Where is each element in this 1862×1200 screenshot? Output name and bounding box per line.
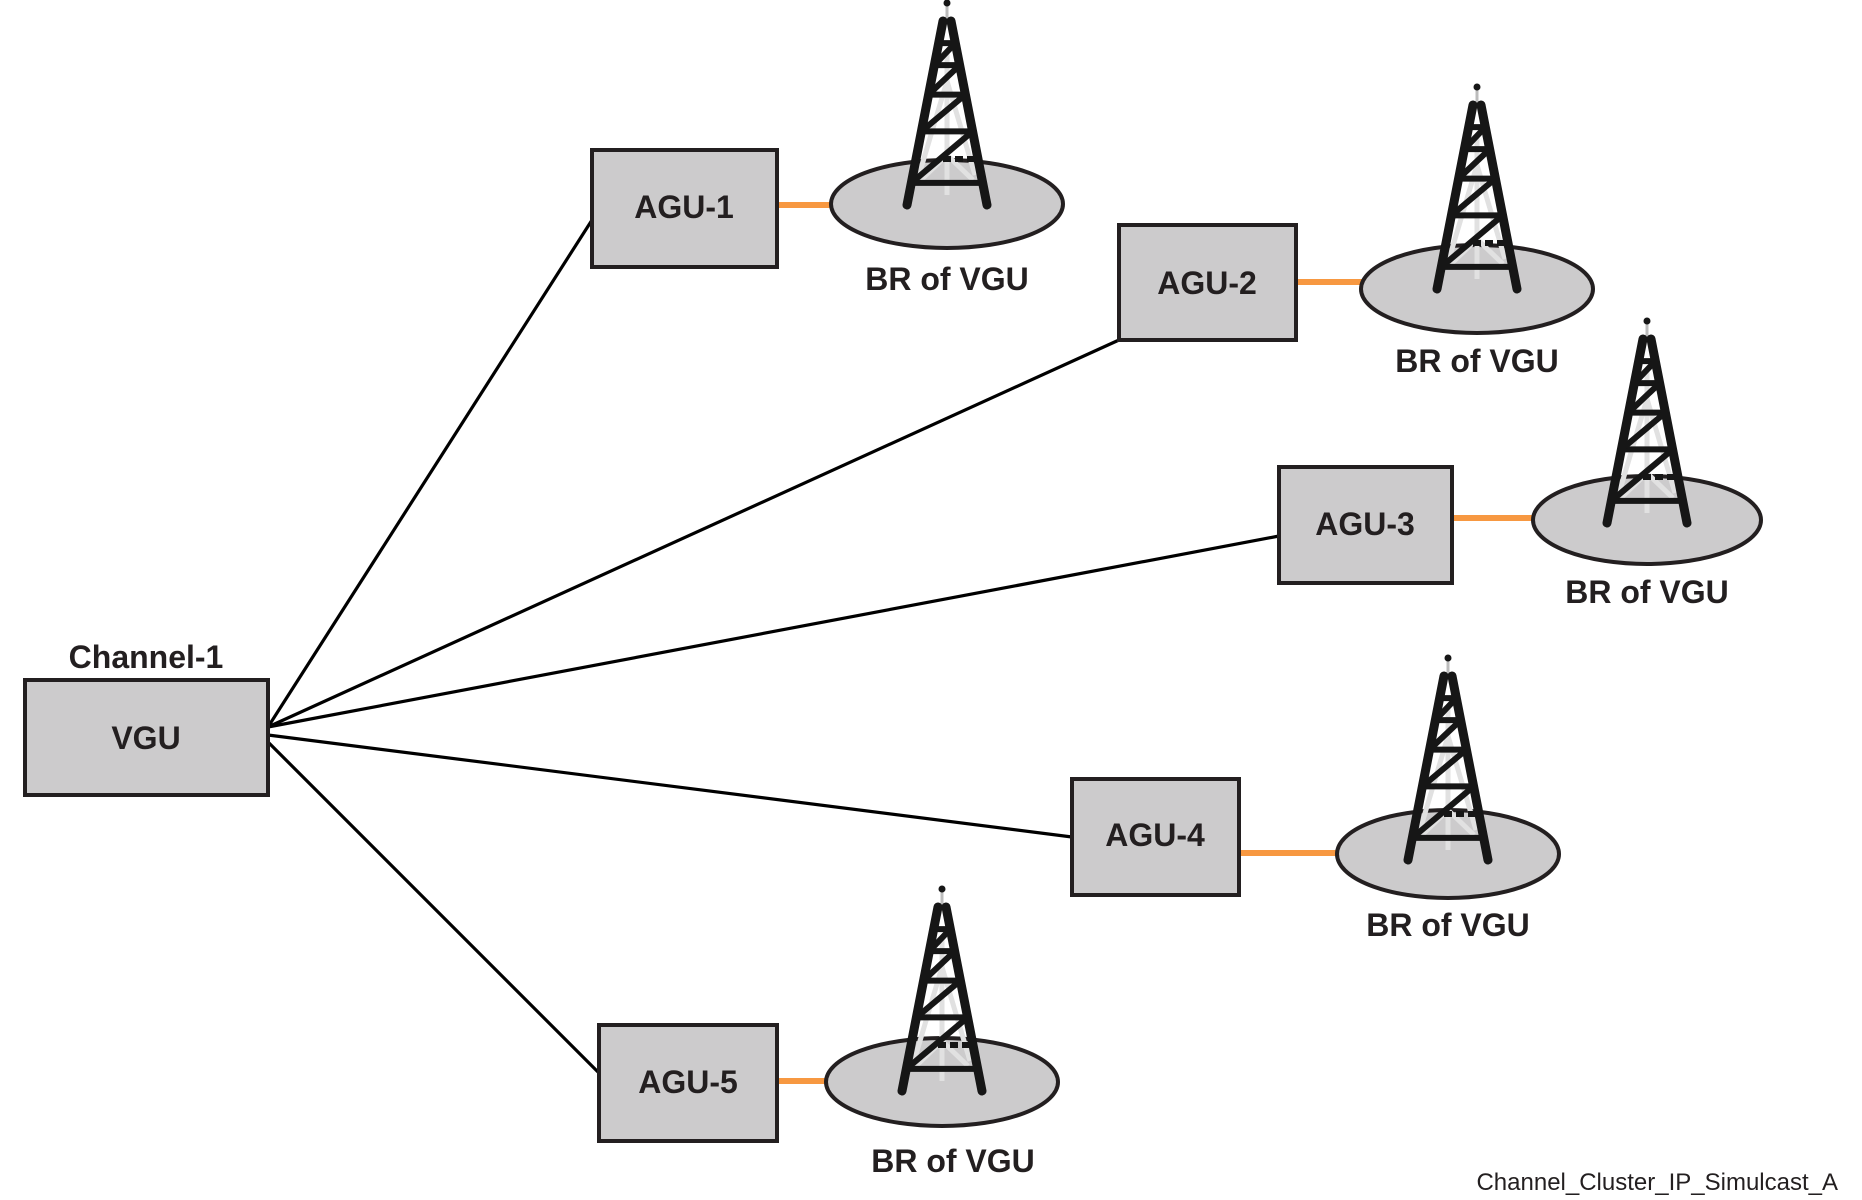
tower-leg-left — [902, 16, 948, 210]
site-4: BR of VGU — [1335, 654, 1561, 943]
site-label: BR of VGU — [1565, 574, 1729, 610]
antenna-tip — [1643, 317, 1651, 325]
agu-label: AGU-4 — [1105, 817, 1205, 853]
tower-leg-left — [897, 902, 943, 1096]
tower-diagonal — [904, 1015, 970, 1072]
tower-leg-left — [1432, 100, 1478, 294]
agu-node-2[interactable]: AGU-2 — [1117, 223, 1298, 342]
tower-leg-right — [1646, 334, 1692, 528]
tower-back-brace — [1446, 808, 1476, 837]
tower-leg-right — [941, 902, 987, 1096]
agu-node-1[interactable]: AGU-1 — [590, 148, 779, 269]
tower-diagonal — [1449, 176, 1498, 218]
tower-leg-left — [1602, 334, 1648, 528]
link-vgu-agu-4 — [267, 733, 1073, 839]
tower-diagonal — [1420, 747, 1469, 789]
tower-diagonal — [914, 978, 963, 1020]
tower-leg-right — [1476, 100, 1522, 294]
link-vgu-agu-5 — [266, 740, 601, 1075]
tower-leg-right — [1447, 671, 1493, 865]
antenna-tip — [1444, 654, 1452, 662]
vgu-box[interactable] — [23, 678, 270, 797]
tower-diagonal — [1619, 410, 1668, 452]
tower-leg-left — [1403, 671, 1449, 865]
wired-links — [266, 219, 1280, 1075]
vgu-hub[interactable]: Channel-1 VGU — [23, 639, 270, 797]
site-3: BR of VGU — [1531, 317, 1763, 610]
tower-back-brace — [1475, 237, 1505, 266]
rf-links — [777, 202, 1536, 1084]
radio-tower-icon — [902, 0, 992, 210]
antenna-tip — [943, 0, 951, 7]
agu-label: AGU-2 — [1157, 265, 1257, 301]
vgu-label: VGU — [111, 720, 180, 756]
antenna-tip — [938, 885, 946, 893]
radio-tower-icon — [1432, 83, 1522, 294]
agu-label: AGU-1 — [634, 189, 734, 225]
agu-label: AGU-3 — [1315, 506, 1415, 542]
site-label: BR of VGU — [1366, 907, 1530, 943]
agu-box[interactable] — [1117, 223, 1298, 342]
agu-box[interactable] — [597, 1023, 779, 1143]
channel-label: Channel-1 — [69, 639, 224, 675]
agu-box[interactable] — [590, 148, 779, 269]
tower-leg-right — [946, 16, 992, 210]
tower-back-brace — [945, 153, 975, 182]
tower-diagonal — [909, 129, 975, 186]
radio-tower-icon — [1602, 317, 1692, 528]
agu-label: AGU-5 — [638, 1064, 738, 1100]
radio-tower-icon — [1403, 654, 1493, 865]
site-5: BR of VGU — [824, 885, 1060, 1179]
antenna-tip — [1473, 83, 1481, 91]
agu-box[interactable] — [1070, 777, 1241, 897]
tower-diagonal — [1439, 213, 1505, 270]
link-vgu-agu-2 — [267, 338, 1120, 729]
agu-box[interactable] — [1277, 465, 1454, 585]
diagram-caption: Channel_Cluster_IP_Simulcast_A — [1476, 1169, 1838, 1196]
tower-diagonal — [1410, 784, 1476, 841]
tower-diagonal — [1609, 447, 1675, 504]
site-2: BR of VGU — [1359, 83, 1595, 379]
site-label: BR of VGU — [865, 261, 1029, 297]
tower-back-brace — [940, 1039, 970, 1068]
site-label: BR of VGU — [1395, 343, 1559, 379]
link-vgu-agu-1 — [266, 219, 594, 728]
agu-node-4[interactable]: AGU-4 — [1070, 777, 1241, 897]
agu-node-3[interactable]: AGU-3 — [1277, 465, 1454, 585]
radio-tower-icon — [897, 885, 987, 1096]
link-vgu-agu-3 — [267, 534, 1280, 729]
site-1: BR of VGU — [829, 0, 1065, 297]
agu-node-5[interactable]: AGU-5 — [597, 1023, 779, 1143]
site-label: BR of VGU — [871, 1143, 1035, 1179]
tower-diagonal — [919, 92, 968, 134]
tower-back-brace — [1645, 471, 1675, 500]
